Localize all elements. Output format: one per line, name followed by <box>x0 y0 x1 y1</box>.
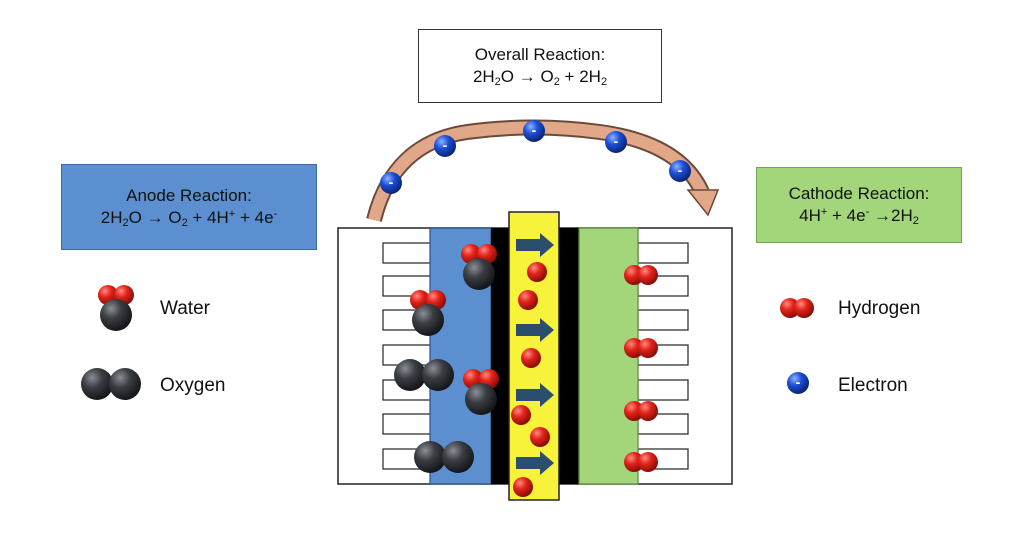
equation-text: + 4e <box>827 206 866 225</box>
anode-catalyst-layer <box>491 228 509 484</box>
equation-text: 2H <box>472 67 495 86</box>
legend-water-label: Water <box>160 298 210 319</box>
cathode-reaction-equation: 4H+ + 4e- →2H2 <box>799 205 919 227</box>
legend-oxygen-label: Oxygen <box>160 375 226 396</box>
hydrogen-ion <box>521 348 541 368</box>
equation-text: →2H <box>869 206 913 225</box>
equation-text: + 4H <box>187 208 229 227</box>
anode-reaction-equation: 2H2O → O2 + 4H+ + 4e- <box>101 207 277 229</box>
equation-text: + 4e <box>235 208 274 227</box>
hydrogen-molecule <box>624 401 658 421</box>
hydrogen-ion <box>530 427 550 447</box>
hydrogen-molecule-icon <box>780 298 814 318</box>
superscript: + <box>228 208 236 220</box>
electron-flow-arrow <box>366 119 720 223</box>
electron-flow <box>380 120 691 194</box>
anode-reaction-title: Anode Reaction: <box>126 186 252 205</box>
anode-reaction-box: Anode Reaction: 2H2O → O2 + 4H+ + 4e- <box>61 164 317 250</box>
equation-text: + 2H <box>559 67 601 86</box>
subscript: 2 <box>912 215 919 227</box>
superscript: - <box>273 208 278 220</box>
hydrogen-ion <box>527 262 547 282</box>
electron <box>380 172 402 194</box>
subscript: 2 <box>600 76 608 88</box>
water-molecule <box>463 369 499 415</box>
hydrogen-molecule <box>624 338 658 358</box>
hydrogen-molecule <box>624 452 658 472</box>
overall-reaction-box: Overall Reaction: 2H2O → O2 + 2H2 <box>418 29 662 103</box>
equation-text: O → O <box>500 67 554 86</box>
water-molecule <box>461 244 497 290</box>
electron-icon <box>787 372 809 394</box>
hydrogen-ion <box>511 405 531 425</box>
cathode-reaction-box: Cathode Reaction: 4H+ + 4e- →2H2 <box>756 167 962 243</box>
oxygen-molecule-icon <box>81 368 141 400</box>
water-molecule <box>410 290 446 336</box>
electron <box>669 160 691 182</box>
legend-electron-label: Electron <box>838 375 908 396</box>
cathode-reaction-title: Cathode Reaction: <box>788 184 930 203</box>
subscript: 2 <box>122 217 129 229</box>
equation-text: 2H <box>100 208 123 227</box>
cathode-catalyst-layer <box>559 228 579 484</box>
overall-reaction-equation: 2H2O → O2 + 2H2 <box>473 66 607 88</box>
hydrogen-molecule <box>624 265 658 285</box>
legend-hydrogen-label: Hydrogen <box>838 298 921 319</box>
equation-text: 4H <box>799 206 821 225</box>
overall-reaction-title: Overall Reaction: <box>474 45 606 64</box>
hydrogen-ion <box>513 477 533 497</box>
subscript: 2 <box>553 76 560 88</box>
electron <box>605 131 627 153</box>
subscript: 2 <box>181 217 188 229</box>
electron <box>434 135 456 157</box>
subscript: 2 <box>494 76 501 88</box>
equation-text: O → O <box>128 208 182 227</box>
hydrogen-ion <box>518 290 538 310</box>
electron <box>523 120 545 142</box>
superscript: + <box>820 206 828 218</box>
water-molecule-icon <box>98 285 134 331</box>
superscript: - <box>865 206 870 218</box>
